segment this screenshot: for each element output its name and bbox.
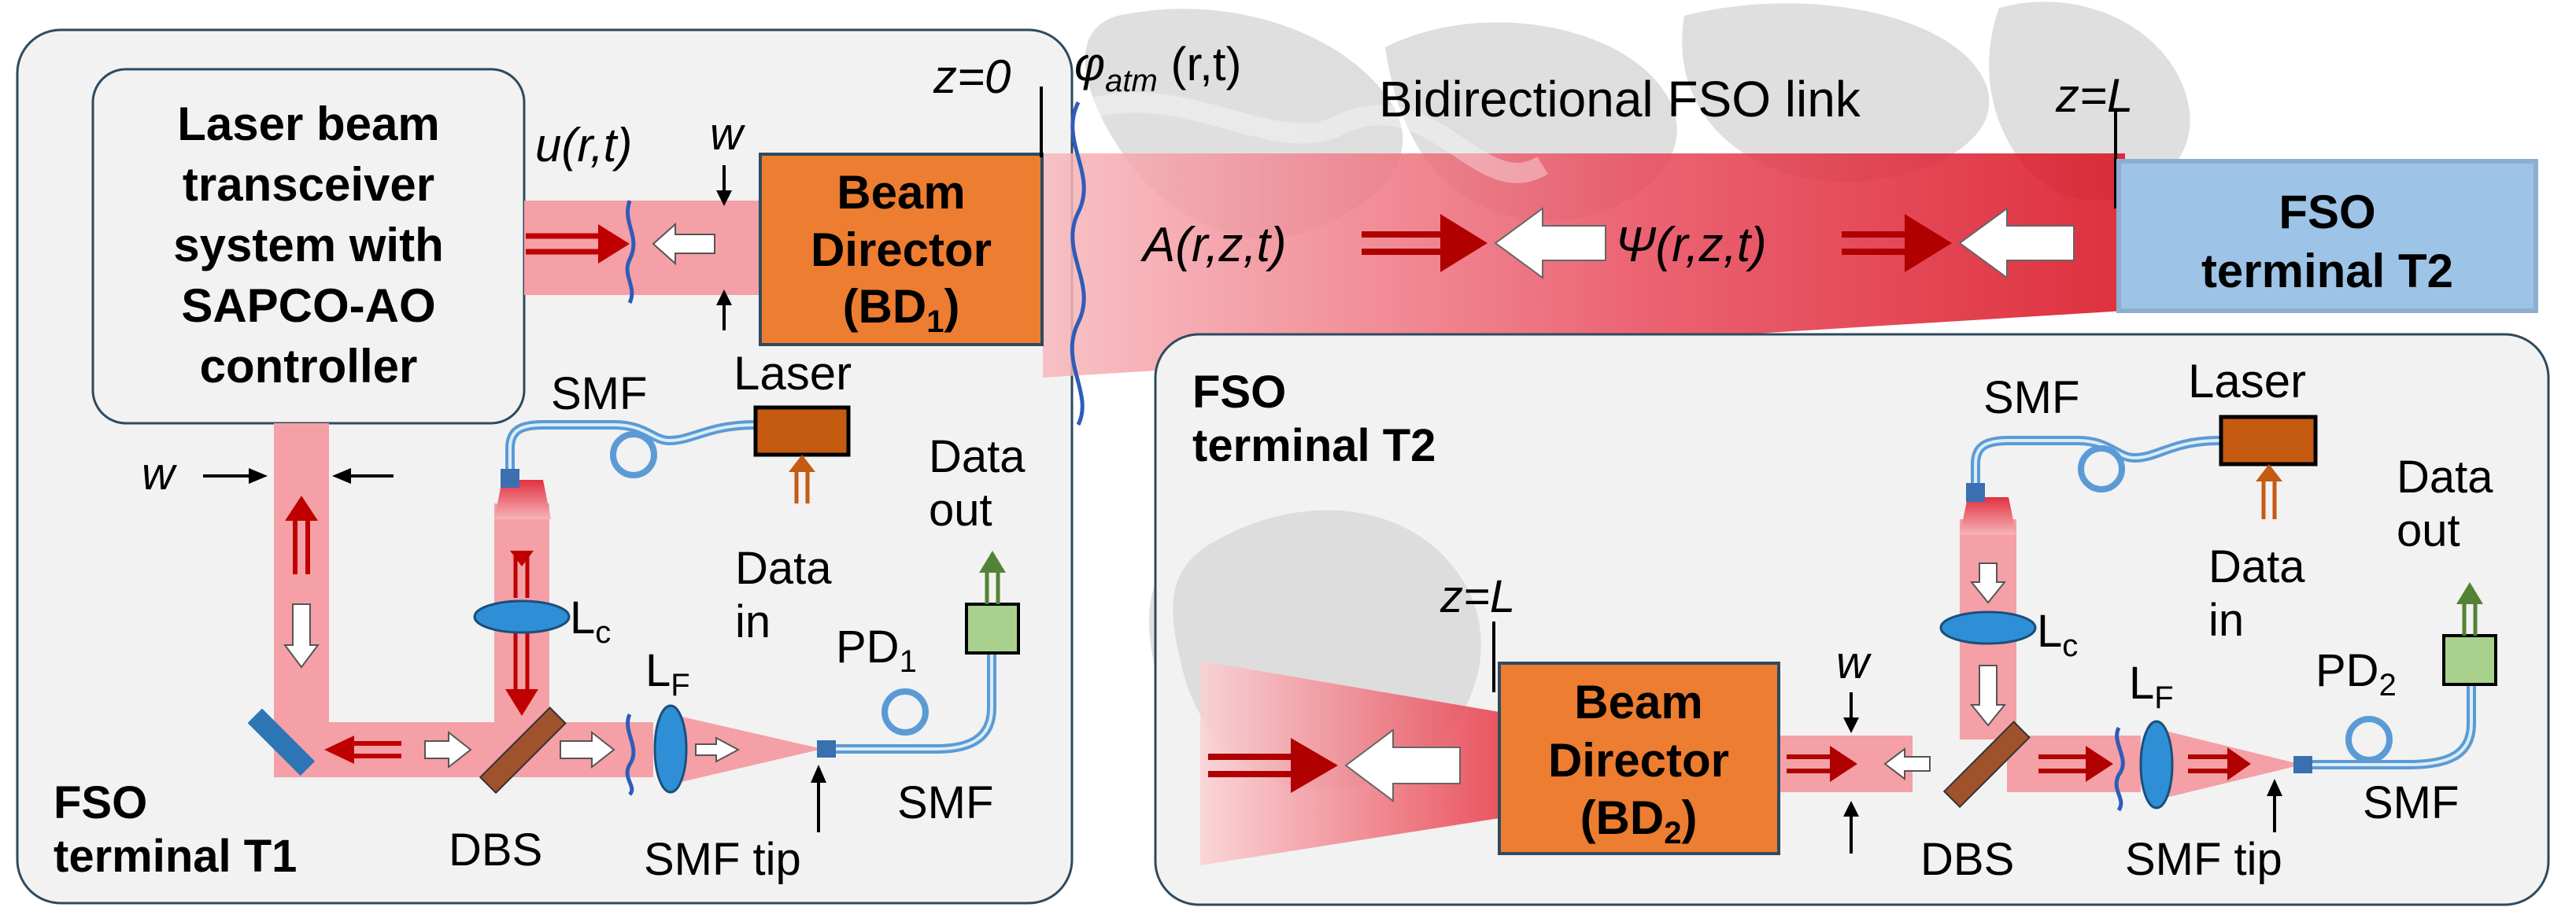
t1-smf-top-label: SMF	[551, 368, 647, 419]
t2-w-label: w	[1836, 637, 1872, 688]
t1-data-in-1: Data	[735, 543, 832, 594]
t1-collimating-lens	[473, 599, 571, 634]
terminal-t2-box-line1: FSO	[2278, 186, 2375, 238]
t1-pd-label: PD1	[836, 621, 917, 679]
A-field-label: A(r,z,t)	[1140, 218, 1287, 272]
t1-fiber-loop-top	[610, 431, 657, 478]
t1-beam-director	[759, 153, 1044, 346]
t2-photodiode	[2442, 634, 2497, 686]
t2-zL-label: z=L	[1440, 571, 1515, 622]
t1-panel-line2: terminal T1	[54, 831, 297, 882]
t2-lc-label: Lc	[2037, 606, 2078, 663]
t2-lf-label: LF	[2129, 658, 2174, 715]
t1-photodiode	[965, 603, 1020, 655]
terminal-t2-box	[2116, 159, 2538, 313]
controller-line2: transceiver	[183, 158, 434, 211]
zL-label: z=L	[2055, 69, 2133, 122]
t1-smf-tip-label: SMF tip	[644, 834, 801, 885]
link-title: Bidirectional FSO link	[1379, 71, 1861, 127]
t1-mirror	[247, 708, 316, 776]
controller-line1: Laser beam	[177, 98, 440, 150]
t2-data-in-2: in	[2208, 595, 2244, 646]
t2-smf-tip-label: SMF tip	[2125, 834, 2282, 885]
t1-focus-cone	[661, 712, 822, 787]
t2-laser	[2219, 415, 2318, 467]
phi-atm-label: φatm (r,t)	[1074, 38, 1241, 98]
t2-beam-director	[1498, 662, 1780, 855]
t2-data-out-1: Data	[2397, 452, 2493, 503]
t1-smf-bottom-label: SMF	[897, 777, 993, 828]
t1-bd-line1: Beam	[837, 166, 965, 219]
t1-laser	[753, 405, 851, 457]
t2-data-out-2: out	[2397, 505, 2460, 556]
t2-dbs-label: DBS	[1920, 834, 2014, 885]
t2-bd-line1: Beam	[1574, 676, 1702, 728]
t1-data-out-2: out	[929, 485, 992, 536]
fso-link-beam	[1043, 153, 2125, 378]
t1-lc-label: Lc	[570, 592, 611, 650]
t1-lf-label: LF	[645, 645, 690, 703]
terminal-t2-box-line2: terminal T2	[2201, 245, 2453, 297]
t2-smf-bottom-label: SMF	[2363, 777, 2459, 828]
t1-laser-label: Laser	[734, 347, 852, 400]
phase-screen	[1070, 101, 1086, 426]
t1-fiber-tip	[817, 740, 836, 758]
t1-dbs-label: DBS	[449, 824, 542, 876]
t1-dbs	[479, 706, 567, 795]
t2-focusing-lens	[2139, 720, 2174, 810]
t1-w-top-label: w	[710, 109, 745, 160]
t2-panel-line1: FSO	[1192, 367, 1286, 418]
controller-line3: system with	[173, 219, 443, 271]
t2-bd-line2: Director	[1548, 734, 1729, 787]
t2-panel-line2: terminal T2	[1192, 420, 1436, 471]
t1-beam-vertical	[274, 423, 329, 750]
t1-data-out-1: Data	[929, 431, 1026, 482]
t2-data-in-1: Data	[2208, 541, 2305, 592]
z0-label: z=0	[933, 50, 1011, 103]
controller-line5: controller	[200, 340, 418, 393]
t1-panel-line1: FSO	[54, 777, 147, 828]
t1-data-in-2: in	[735, 596, 771, 647]
t1-focusing-lens	[653, 704, 688, 794]
t2-laser-label: Laser	[2188, 355, 2306, 408]
t1-bd-line3: (BD1)	[843, 280, 960, 339]
t2-bd-line3: (BD2)	[1580, 791, 1698, 850]
t2-dbs	[1942, 721, 2031, 809]
t1-beam-to-bd	[524, 201, 760, 295]
t1-bd-line2: Director	[811, 223, 992, 276]
u-field-label: u(r,t)	[535, 119, 632, 171]
t1-w-left-label: w	[142, 448, 177, 500]
t2-collimating-lens	[1939, 610, 2037, 645]
t1-fiber-collimator	[501, 469, 519, 488]
Psi-field-label: Ψ(r,z,t)	[1615, 218, 1767, 272]
t2-smf-top-label: SMF	[1983, 372, 2079, 423]
t2-pd-label: PD2	[2315, 645, 2397, 703]
controller-line4: SAPCO-AO	[181, 279, 435, 332]
